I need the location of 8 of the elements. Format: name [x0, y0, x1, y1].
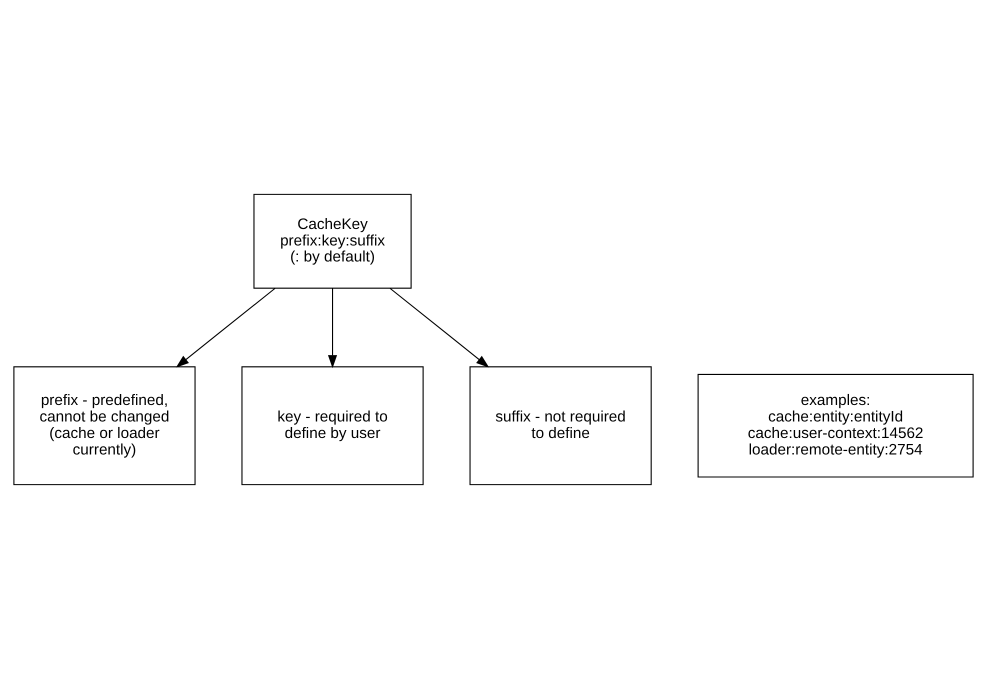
node-box: key - required to define by user — [241, 366, 424, 485]
node-box: prefix - predefined, cannot be changed (cache or loader currently) — [13, 366, 196, 485]
arrow — [390, 287, 490, 368]
node-box: examples: cache:entity:entityId cache:user-context:14562 loader:remote-entity:2754 — [698, 373, 974, 478]
arrow — [328, 288, 338, 368]
node-box: suffix - not required to define — [470, 366, 652, 485]
node-box: CacheKey prefix:key:suffix (: by default) — [253, 193, 412, 288]
arrow — [176, 287, 276, 368]
